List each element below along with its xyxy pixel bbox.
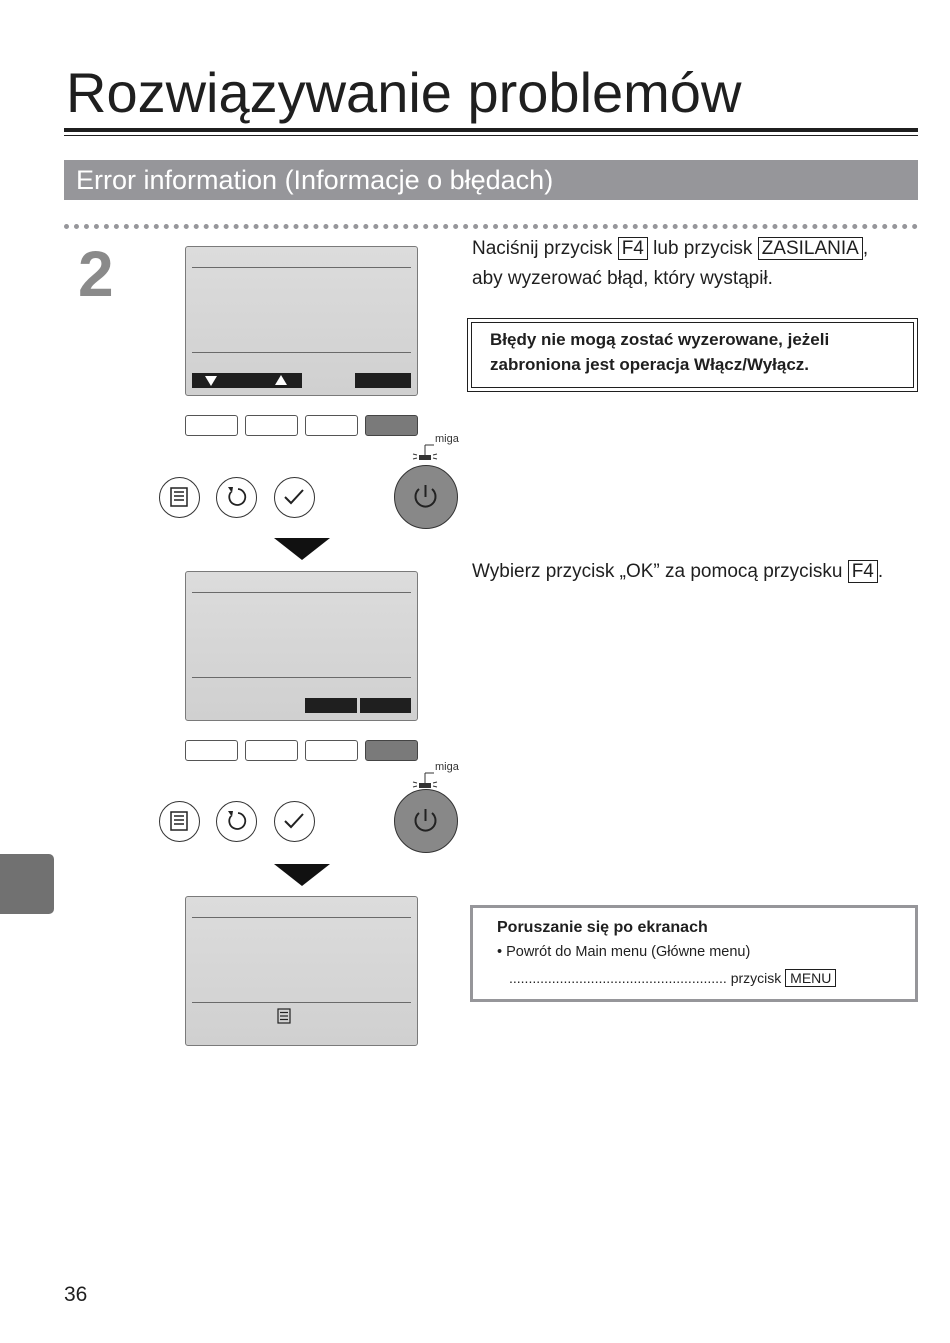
step2-text: Wybierz przycisk „OK” za pomocą przycisk… <box>472 561 848 582</box>
screen-divider <box>192 352 411 353</box>
return-button[interactable] <box>216 801 257 842</box>
ok-button[interactable] <box>274 801 315 842</box>
step1-text: lub przycisk <box>647 238 758 259</box>
softkey-bar <box>192 373 302 388</box>
navigation-box: Poruszanie się po ekranach • Powrót do M… <box>470 905 918 1002</box>
step2-text: . <box>877 561 884 582</box>
menu-key-label: MENU <box>785 969 837 987</box>
return-icon <box>228 487 247 506</box>
f3-button[interactable] <box>305 740 358 761</box>
f4-button[interactable] <box>365 415 418 436</box>
menu-button[interactable] <box>159 477 200 518</box>
blink-label: miga <box>435 433 459 445</box>
title-rule-thin <box>64 135 918 136</box>
check-icon <box>284 813 304 829</box>
ok-button[interactable] <box>274 477 315 518</box>
power-button[interactable] <box>394 789 458 853</box>
f4-key-label: F4 <box>617 237 648 260</box>
step-number: 2 <box>78 238 114 310</box>
chapter-tab <box>0 854 54 914</box>
return-button[interactable] <box>216 477 257 518</box>
navigation-item: • Powrót do Main menu (Główne menu) <box>497 944 751 960</box>
menu-icon <box>170 811 188 831</box>
f4-key-label: F4 <box>847 560 878 583</box>
power-icon <box>414 809 437 832</box>
menu-icon <box>170 487 188 507</box>
title-rule <box>64 128 918 132</box>
f2-button[interactable] <box>245 415 298 436</box>
f1-button[interactable] <box>185 740 238 761</box>
step1-text-line2: aby wyzerować błąd, który wystąpił. <box>472 268 773 289</box>
warning-box: Błędy nie mogą zostać wyzerowane, jeżeli… <box>467 318 918 392</box>
blink-indicator-icon <box>412 444 438 460</box>
power-button[interactable] <box>394 465 458 529</box>
lcd-screen-3 <box>185 896 418 1046</box>
menu-icon <box>277 1008 291 1024</box>
check-icon <box>284 489 304 505</box>
screen-divider <box>192 1002 411 1003</box>
softkey-f4 <box>360 698 411 713</box>
navigation-leader: ........................................… <box>509 969 837 987</box>
warning-line: Błędy nie mogą zostać wyzerowane, jeżeli <box>490 330 830 349</box>
lcd-screen-2 <box>185 571 418 721</box>
f2-button[interactable] <box>245 740 298 761</box>
navigation-leader-text: ........................................… <box>509 970 786 986</box>
dotted-divider <box>64 224 918 229</box>
softkey-f4 <box>355 373 411 388</box>
screen-divider <box>192 917 411 918</box>
flow-arrow <box>274 538 330 560</box>
f4-button[interactable] <box>365 740 418 761</box>
f1-button[interactable] <box>185 415 238 436</box>
up-arrow-icon <box>275 375 287 385</box>
step1-text: Naciśnij przycisk <box>472 238 618 259</box>
section-header: Error information (Informacje o błędach) <box>64 160 918 200</box>
lcd-screen-1 <box>185 246 418 396</box>
warning-line: zabroniona jest operacja Włącz/Wyłącz. <box>490 355 810 374</box>
screen-divider <box>192 267 411 268</box>
step2-instruction: Wybierz przycisk „OK” za pomocą przycisk… <box>472 557 883 587</box>
screen-divider <box>192 677 411 678</box>
power-icon <box>414 485 437 508</box>
page-title: Rozwiązywanie problemów <box>66 61 742 124</box>
softkey-f3 <box>305 698 357 713</box>
down-arrow-icon <box>205 376 217 386</box>
blink-label: miga <box>435 761 459 773</box>
navigation-title: Poruszanie się po ekranach <box>497 919 708 936</box>
flow-arrow <box>274 864 330 886</box>
blink-indicator-icon <box>412 772 438 788</box>
step1-text: , <box>862 238 869 259</box>
return-icon <box>228 811 247 830</box>
page-number: 36 <box>64 1283 88 1306</box>
power-key-label: ZASILANIA <box>757 237 863 260</box>
menu-button[interactable] <box>159 801 200 842</box>
step1-instruction: Naciśnij przycisk F4 lub przycisk ZASILA… <box>472 234 868 294</box>
section-title: Error information (Informacje o błędach) <box>76 165 554 195</box>
screen-divider <box>192 592 411 593</box>
warning-text: Błędy nie mogą zostać wyzerowane, jeżeli… <box>490 327 829 377</box>
f3-button[interactable] <box>305 415 358 436</box>
warning-inner-frame <box>471 322 914 388</box>
